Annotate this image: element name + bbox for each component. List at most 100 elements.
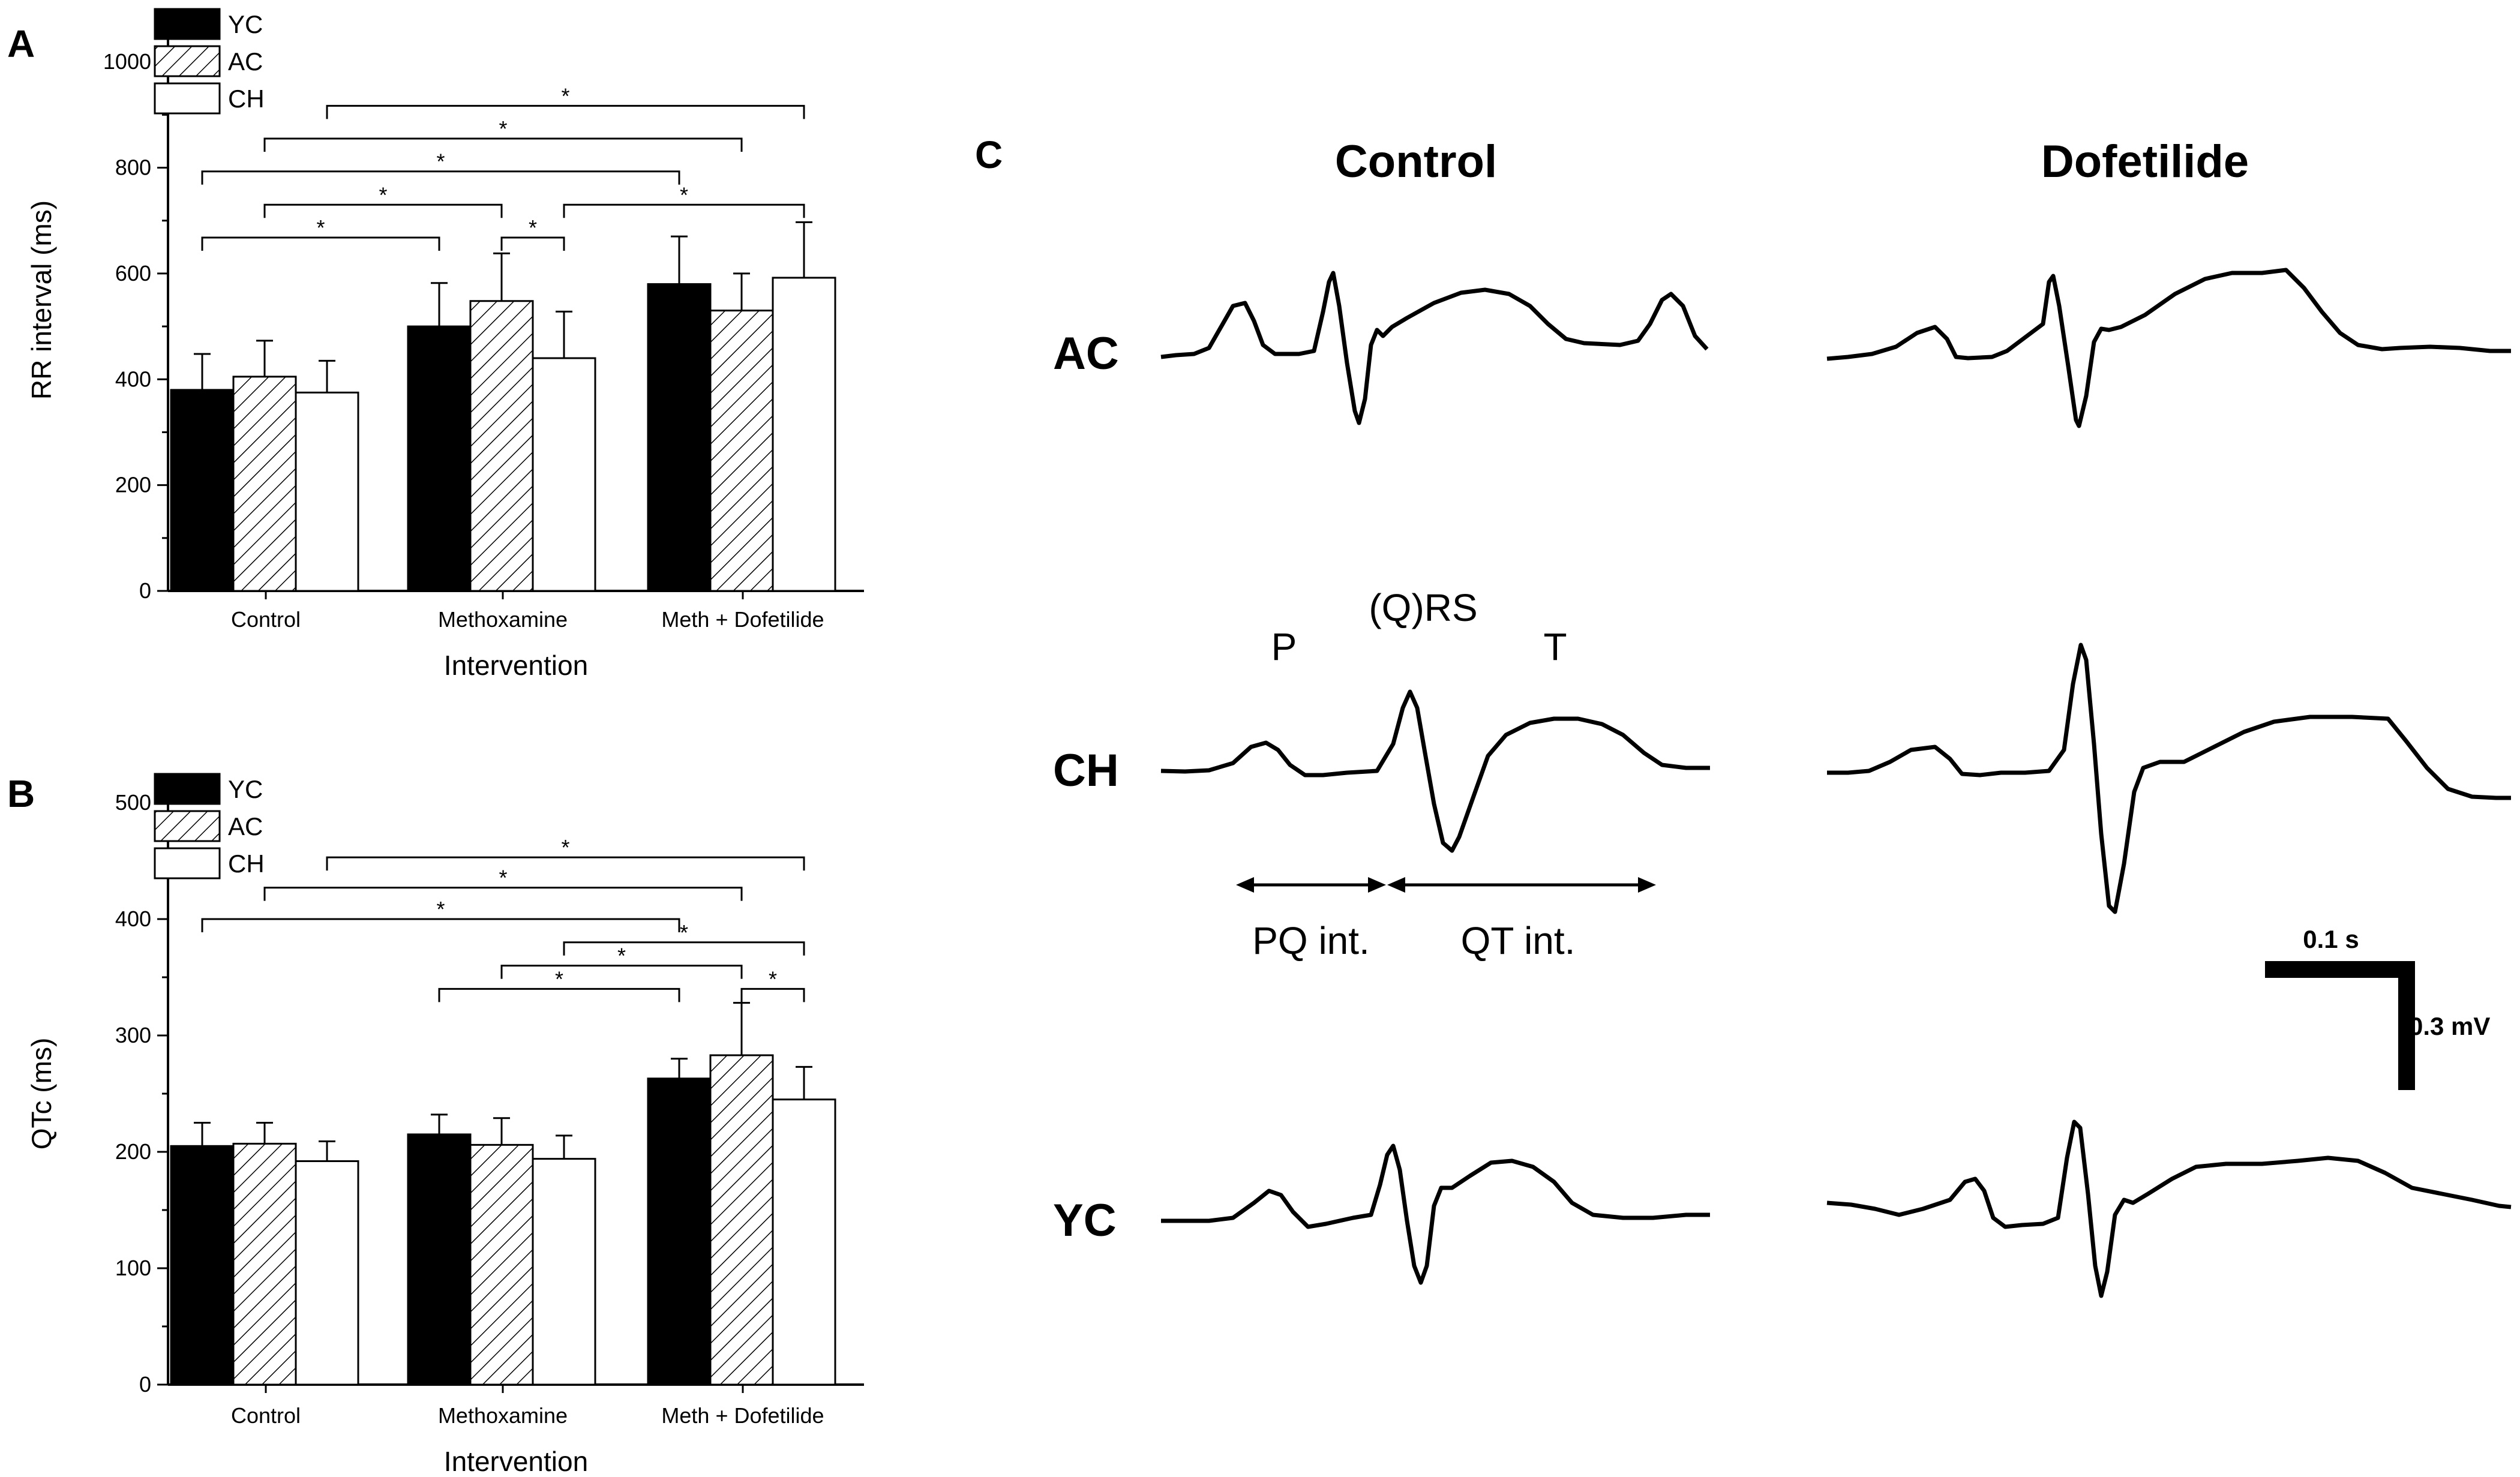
significance-star: *	[769, 966, 777, 991]
bar-ac	[709, 1054, 774, 1386]
significance-bracket	[201, 918, 680, 932]
ecg-label-qrs: (Q)RS	[1369, 586, 1477, 629]
ecg-row-ac: AC	[1053, 328, 1119, 379]
x-tick-label: Control	[231, 1403, 301, 1428]
legend-label-ch: CH	[228, 85, 265, 113]
ecg-label-qt-interval: QT int.	[1461, 919, 1576, 962]
significance-star: *	[529, 215, 537, 240]
significance-bracket	[263, 887, 743, 901]
y-tick-label: 1000	[103, 49, 151, 74]
significance-star: *	[316, 215, 325, 240]
y-tick-label: 300	[115, 1023, 151, 1047]
significance-star: *	[555, 966, 563, 991]
y-tick-label: 200	[115, 473, 151, 497]
y-tick-label: 400	[115, 367, 151, 391]
legend-swatch-ch	[154, 82, 221, 115]
significance-bracket	[740, 987, 805, 1002]
bar-yc	[407, 325, 472, 592]
panel-b-label: B	[7, 772, 35, 815]
significance-star: *	[499, 866, 507, 890]
y-tick-label: 800	[115, 155, 151, 180]
legend-label-ac: AC	[228, 47, 263, 76]
y-tick-label: 0	[139, 578, 151, 603]
significance-star: *	[436, 897, 445, 921]
significance-star: *	[436, 149, 445, 174]
bar-ac	[469, 300, 534, 592]
significance-bracket	[326, 104, 805, 119]
y-axis-title: QTc (ms)	[26, 1038, 57, 1150]
ecg-column-control: Control	[1335, 136, 1497, 187]
scale-time-label: 0.1 s	[2303, 925, 2359, 953]
x-axis-title: Intervention	[444, 650, 588, 681]
ecg-row-ch: CH	[1053, 745, 1119, 796]
chart-a: 0 200 400 600 800 1000 RR interval (ms) Control…	[26, 8, 864, 681]
bar-ch	[532, 1158, 596, 1386]
significance-bracket	[438, 987, 680, 1002]
significance-bracket	[263, 137, 743, 152]
significance-star: *	[561, 835, 569, 860]
ecg-column-dofetilide: Dofetilide	[2041, 136, 2249, 187]
significance-star: *	[617, 944, 626, 968]
bar-ac	[232, 376, 297, 592]
ecg-label-pq-interval: PQ int.	[1252, 919, 1370, 962]
y-tick-label: 200	[115, 1139, 151, 1164]
y-tick-label: 400	[115, 906, 151, 931]
y-tick-label: 600	[115, 261, 151, 286]
significance-star: *	[680, 920, 688, 945]
legend-swatch-ac	[154, 810, 221, 842]
bar-ac	[709, 310, 774, 592]
ecg-row-yc: YC	[1053, 1195, 1117, 1246]
pq-interval-arrow	[1236, 877, 1386, 893]
ecg-label-p: P	[1271, 625, 1297, 668]
legend-swatch-ch	[154, 847, 221, 879]
ecg-trace-ac-control	[1160, 271, 1709, 425]
legend-swatch-ac	[154, 45, 221, 77]
significance-star: *	[561, 83, 569, 108]
ecg-label-t: T	[1543, 625, 1567, 668]
x-tick-label: Meth + Dofetilide	[661, 607, 824, 632]
bar-ac	[232, 1142, 297, 1386]
bar-yc	[407, 1133, 472, 1386]
x-axis-title: Intervention	[444, 1446, 588, 1477]
panel-a-label: A	[7, 22, 35, 65]
legend-label-yc: YC	[228, 775, 263, 803]
x-tick-label: Meth + Dofetilide	[661, 1403, 824, 1428]
significance-bracket	[500, 236, 565, 251]
y-tick-label: 100	[115, 1256, 151, 1280]
bar-ch	[772, 277, 836, 592]
x-tick-label: Control	[231, 607, 301, 632]
ecg-trace-yc-control	[1161, 1143, 1710, 1285]
legend-swatch-yc	[154, 8, 221, 40]
bar-ch	[772, 1098, 836, 1386]
significance-star: *	[680, 182, 688, 207]
ecg-trace-ch-dofetilide	[1827, 643, 2511, 914]
ecg-trace-yc-dofetilide	[1826, 1119, 2512, 1298]
ecg-panel: Control Dofetilide AC CH YC P (Q)RS T	[1053, 136, 2512, 1298]
scale-voltage-label: 0.3 mV	[2409, 1012, 2490, 1040]
bar-ch	[532, 357, 596, 592]
bar-ac	[469, 1143, 534, 1386]
significance-bracket	[201, 236, 440, 251]
significance-bracket	[326, 856, 805, 871]
bar-ch	[295, 391, 359, 592]
significance-bracket	[500, 965, 743, 979]
bar-ch	[295, 1160, 359, 1386]
significance-bracket	[263, 203, 503, 218]
qt-interval-arrow	[1387, 877, 1656, 893]
x-tick-label: Methoxamine	[438, 607, 568, 632]
y-tick-label: 500	[115, 790, 151, 815]
significance-bracket	[563, 941, 805, 956]
y-axis-title: RR interval (ms)	[26, 200, 57, 400]
significance-bracket	[563, 203, 805, 218]
ecg-trace-ch-control	[1160, 689, 1710, 853]
legend-label-ch: CH	[228, 849, 265, 878]
significance-star: *	[379, 182, 387, 207]
bar-yc	[647, 283, 712, 592]
bar-yc	[647, 1077, 712, 1386]
significance-star: *	[499, 116, 507, 141]
significance-bracket	[201, 170, 680, 185]
bar-yc	[170, 389, 235, 592]
bar-yc	[170, 1145, 235, 1386]
